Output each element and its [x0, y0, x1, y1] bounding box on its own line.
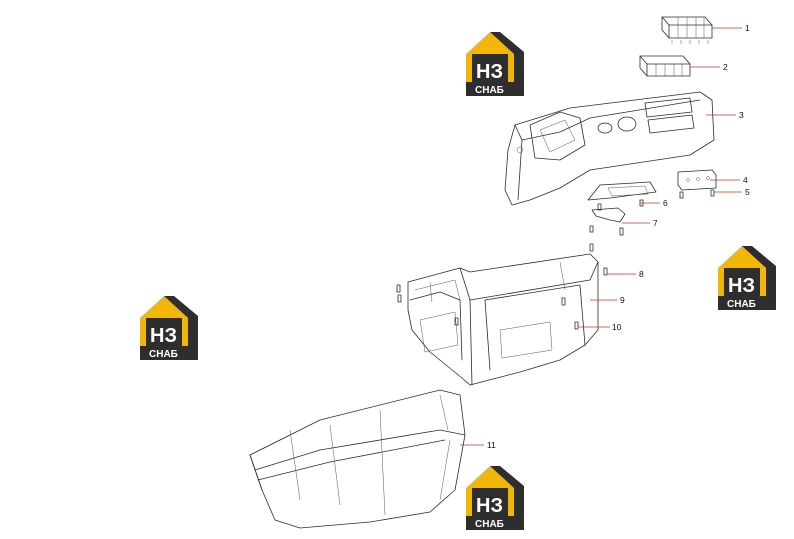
callout-4: 4 [743, 175, 748, 185]
callout-5: 5 [745, 187, 750, 197]
part-switch-block-2 [639, 55, 691, 77]
watermark-logo: НЗ СНАБ [140, 296, 198, 360]
logo-caption: СНАБ [727, 299, 756, 310]
part-switch-block-1 [661, 16, 713, 44]
logo-letters: НЗ [150, 325, 177, 347]
logo-letters: НЗ [476, 495, 503, 517]
logo-caption: СНАБ [475, 519, 504, 530]
callout-1: 1 [745, 23, 750, 33]
part-bolts-8 [396, 243, 608, 303]
callout-8: 8 [639, 269, 644, 279]
callout-9: 9 [620, 295, 625, 305]
callout-10: 10 [612, 322, 622, 332]
leader-lines [460, 27, 742, 446]
part-screws-5 [679, 189, 715, 199]
callout-3: 3 [739, 110, 744, 120]
part-switch-plate-4 [677, 169, 717, 191]
logo-letters: НЗ [476, 61, 503, 83]
callout-2: 2 [723, 62, 728, 72]
callout-labels: 1 2 3 4 5 6 7 8 9 10 11 [487, 23, 750, 450]
part-small-bracket-7 [589, 207, 626, 236]
part-lower-housing-11 [249, 389, 466, 529]
logo-caption: СНАБ [149, 349, 178, 360]
watermark-logo: НЗ СНАБ [466, 466, 524, 530]
part-lower-frame-9 [407, 253, 599, 386]
callout-7: 7 [653, 218, 658, 228]
logo-caption: СНАБ [475, 85, 504, 96]
logo-letters: НЗ [728, 275, 755, 297]
callout-11: 11 [487, 440, 496, 450]
watermark-logo: НЗ СНАБ [718, 246, 776, 310]
callout-6: 6 [663, 198, 668, 208]
part-upper-console-3 [504, 91, 715, 206]
part-bracket-plate-6 [587, 181, 657, 211]
watermark-logo: НЗ СНАБ [466, 32, 524, 96]
part-bolts-10 [454, 297, 579, 330]
